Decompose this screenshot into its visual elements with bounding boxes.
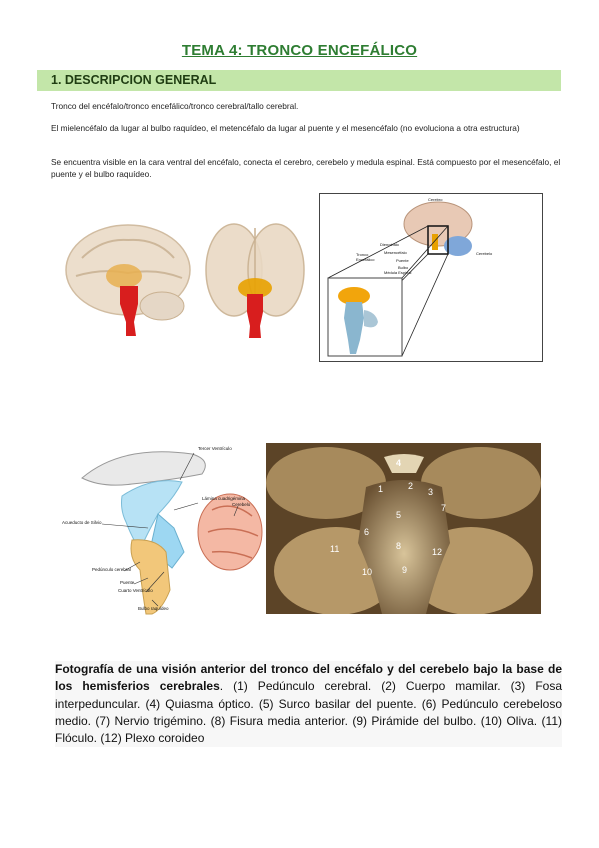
photo-label-7: 7: [441, 503, 447, 513]
photo-label-12: 12: [432, 547, 443, 557]
paragraph-location: Se encuentra visible en la cara ventral …: [51, 157, 561, 179]
photo-label-11: 11: [330, 544, 340, 554]
figure-caption: Fotografía de una visión anterior del tr…: [55, 661, 562, 748]
brainstem-inset-diagram: Cerebro Diencéfalo Mesencéfalo Puente Bu…: [319, 193, 543, 362]
caption-bold: Fotografía de una visión anterior del tr…: [55, 662, 562, 694]
photo-label-8: 8: [396, 541, 402, 551]
diagram-label-puente: Puente: [120, 580, 135, 585]
photo-label-1: 1: [378, 484, 384, 494]
caption-rest: . (1) Pedúnculo cerebral. (2) Cuerpo mam…: [55, 679, 562, 746]
inset-label-tronco: Tronco Encefálico: [356, 252, 375, 262]
photo-label-3: 3: [428, 487, 434, 497]
inset-label-bulbo: Bulbo: [398, 265, 409, 270]
brain-lateral-image: [65, 224, 191, 336]
inset-label-puente: Puente: [396, 258, 409, 263]
inset-label-medula: Médula Espinal: [384, 270, 412, 275]
diagram-label-cuarto-ventriculo: Cuarto Ventrículo: [118, 588, 153, 593]
photo-label-9: 9: [402, 565, 408, 575]
section-title: 1. DESCRIPCION GENERAL: [51, 73, 217, 87]
diagram-label-cerebelo: Cerebelo: [232, 502, 251, 507]
paragraph-development: El mielencéfalo da lugar al bulbo raquíd…: [51, 123, 520, 133]
page-title: TEMA 4: TRONCO ENCEFÁLICO: [181, 42, 418, 59]
inset-label-cerebelo: Cerebelo: [476, 251, 493, 256]
inset-label-cerebro: Cerebro: [428, 197, 443, 202]
diagram-label-bulbo: Bulbo raquídeo: [138, 606, 169, 611]
diagram-label-tercer-ventriculo: Tercer Ventrículo: [198, 446, 232, 451]
sagittal-brainstem-diagram: Tercer Ventrículo Lámina cuadrigémina Ce…: [62, 440, 267, 620]
anatomical-photo: 4 2 1 3 5 7 6 11 8 12 10 9: [266, 443, 541, 615]
section-header: 1. DESCRIPCION GENERAL: [37, 70, 561, 91]
brain-frontal-image: [205, 223, 305, 338]
photo-label-10: 10: [362, 567, 373, 577]
photo-label-2: 2: [408, 481, 414, 491]
photo-label-4: 4: [396, 458, 402, 468]
diagram-label-lamina: Lámina cuadrigémina: [202, 496, 246, 501]
diagram-label-pedunculo: Pedúnculo cerebral: [92, 567, 131, 572]
inset-label-diencefalo: Diencéfalo: [380, 242, 399, 247]
diagram-label-acueducto: Acueducto de Silvio: [62, 520, 102, 525]
paragraph-synonyms: Tronco del encéfalo/tronco encefálico/tr…: [51, 101, 299, 111]
photo-label-5: 5: [396, 510, 402, 520]
photo-label-6: 6: [364, 527, 370, 537]
inset-label-mesencefalo: Mesencéfalo: [384, 250, 407, 255]
